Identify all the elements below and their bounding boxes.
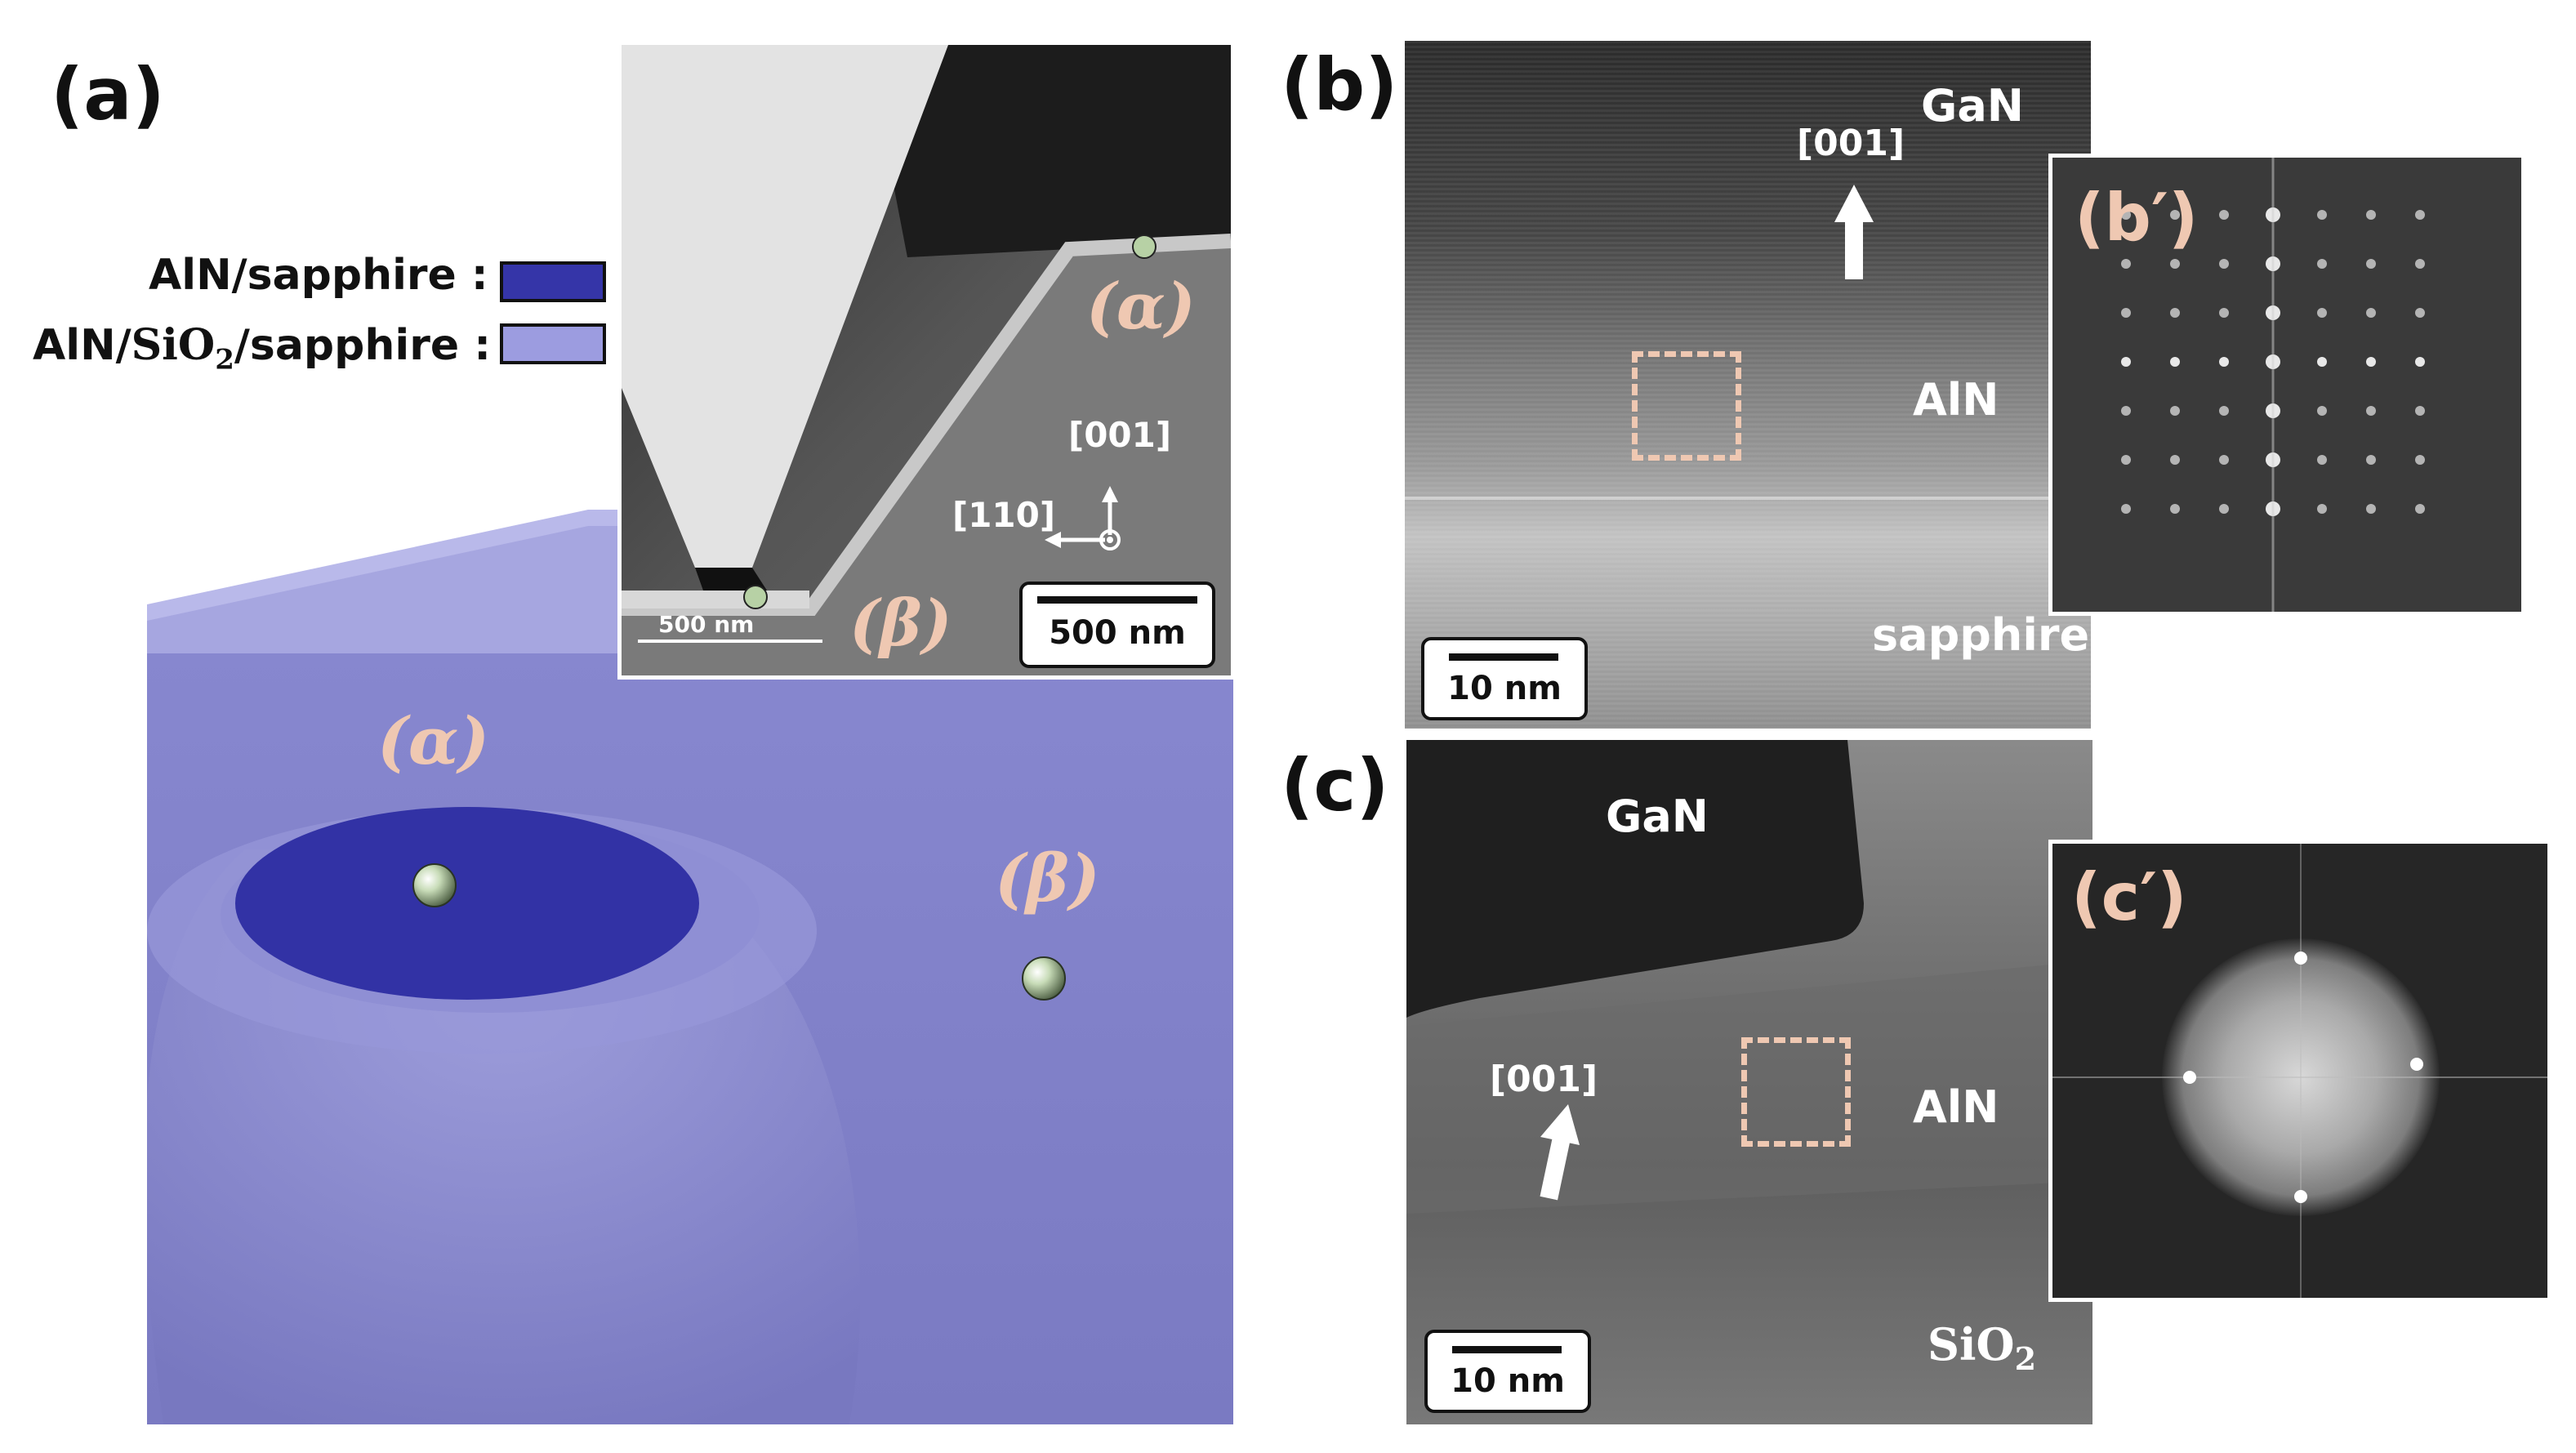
fft-diffraction-spot bbox=[2121, 504, 2131, 514]
fft-diffraction-spot bbox=[2415, 210, 2425, 220]
fft-diffraction-spot bbox=[2415, 259, 2425, 269]
fft-diffraction-spot bbox=[2366, 455, 2376, 465]
panel-b-direction-001: [001] bbox=[1797, 123, 1905, 164]
fft-diffraction-spot bbox=[2366, 406, 2376, 416]
fft-diffraction-spot bbox=[2121, 406, 2131, 416]
panel-b-label: (b) bbox=[1281, 42, 1398, 127]
legend-aln-sio2-sapphire-label: AlN/SiO2/sapphire : bbox=[33, 320, 492, 377]
schematic-beta-label: (β) bbox=[995, 840, 1100, 916]
fft-diffraction-spot bbox=[2219, 455, 2229, 465]
panel-b-layer-aln: AlN bbox=[1913, 374, 1999, 426]
inset-beta-label: (β) bbox=[849, 586, 952, 661]
fft-diffraction-spot bbox=[2170, 406, 2180, 416]
tem-inset-image bbox=[617, 41, 1235, 680]
panel-b-fft-region-box bbox=[1632, 351, 1741, 461]
fft-diffraction-spot bbox=[2170, 259, 2180, 269]
inset-small-scale-label: 500 nm bbox=[658, 611, 755, 638]
panel-b-layer-gan: GaN bbox=[1921, 80, 2024, 131]
inset-direction-001: [001] bbox=[1068, 415, 1172, 455]
fft-diffraction-spot bbox=[2170, 308, 2180, 318]
schematic-3d-render bbox=[147, 506, 1233, 1424]
fft-diffraction-spot bbox=[2170, 504, 2180, 514]
panel-c-scale-bar bbox=[1452, 1346, 1562, 1353]
fft-diffraction-spot bbox=[2121, 259, 2131, 269]
fft-diffraction-spot bbox=[2366, 357, 2376, 367]
fft-diffraction-spot bbox=[2219, 406, 2229, 416]
panel-a-label: (a) bbox=[51, 52, 165, 136]
panel-c-layer-sio2: SiO2 bbox=[1928, 1318, 2037, 1377]
legend-aln-sapphire-swatch bbox=[500, 261, 606, 302]
fft-diffraction-spot bbox=[2415, 308, 2425, 318]
panel-c-fft-region-box bbox=[1741, 1037, 1851, 1147]
fft-diffraction-spot bbox=[2366, 259, 2376, 269]
fft-diffraction-spot bbox=[2219, 308, 2229, 318]
fft-diffraction-spot bbox=[2366, 210, 2376, 220]
panel-b-scale-bar-text: 10 nm bbox=[1447, 670, 1562, 707]
fft-diffraction-spot bbox=[2317, 259, 2327, 269]
panel-c-scale-bar-text: 10 nm bbox=[1451, 1362, 1565, 1400]
inset-scale-bar-text: 500 nm bbox=[1049, 614, 1186, 652]
panel-b-scale-bar-box: 10 nm bbox=[1421, 637, 1588, 720]
panel-c-layer-gan: GaN bbox=[1606, 791, 1709, 842]
panel-c-label: (c) bbox=[1281, 743, 1389, 827]
panel-c-direction-001: [001] bbox=[1490, 1059, 1598, 1100]
fft-diffraction-spot bbox=[2317, 210, 2327, 220]
fft-diffraction-spot bbox=[2121, 308, 2131, 318]
fft-diffraction-spot bbox=[2317, 357, 2327, 367]
panel-b-scale-bar bbox=[1449, 653, 1558, 661]
inset-scale-bar-box: 500 nm bbox=[1019, 582, 1215, 668]
legend-aln-sio2-sapphire-swatch bbox=[500, 323, 606, 364]
fft-diffraction-spot bbox=[2415, 357, 2425, 367]
panel-b-fft-label: (b′) bbox=[2075, 180, 2199, 256]
schematic-alpha-label: (α) bbox=[377, 702, 490, 779]
fft-diffraction-spot bbox=[2219, 504, 2229, 514]
fft-diffraction-spot bbox=[2170, 455, 2180, 465]
inset-alpha-label: (α) bbox=[1086, 270, 1196, 344]
fft-diffraction-spot bbox=[2317, 504, 2327, 514]
fft-diffraction-spot bbox=[2219, 210, 2229, 220]
fft-diffraction-spot bbox=[2121, 357, 2131, 367]
fft-diffraction-spot bbox=[2415, 406, 2425, 416]
fft-diffraction-spot bbox=[2317, 455, 2327, 465]
inset-direction-110: [110] bbox=[952, 495, 1056, 535]
fft-diffraction-spot bbox=[2219, 357, 2229, 367]
panel-c-fft-image bbox=[2048, 840, 2551, 1302]
fft-diffraction-spot bbox=[2170, 357, 2180, 367]
fft-diffraction-spot bbox=[2366, 308, 2376, 318]
panel-b-fft-image bbox=[2048, 154, 2525, 616]
fft-diffraction-spot bbox=[2317, 308, 2327, 318]
fft-diffraction-spot bbox=[2121, 210, 2131, 220]
panel-c-scale-bar-box: 10 nm bbox=[1424, 1330, 1591, 1413]
panel-b-layer-sapphire: sapphire bbox=[1872, 609, 2090, 661]
fft-diffraction-spot bbox=[2219, 259, 2229, 269]
panel-b-hrtem-image bbox=[1405, 41, 2091, 729]
fft-diffraction-spot bbox=[2366, 504, 2376, 514]
fft-diffraction-spot bbox=[2415, 455, 2425, 465]
fft-diffraction-spot bbox=[2170, 210, 2180, 220]
fft-diffraction-spot bbox=[2317, 406, 2327, 416]
fft-diffraction-spot bbox=[2415, 504, 2425, 514]
panel-c-layer-aln: AlN bbox=[1913, 1081, 1999, 1133]
inset-scale-bar bbox=[1037, 596, 1197, 604]
legend-aln-sapphire-label: AlN/sapphire : bbox=[149, 251, 488, 300]
fft-diffraction-spot bbox=[2121, 455, 2131, 465]
panel-c-fft-label: (c′) bbox=[2071, 859, 2187, 935]
panel-c-hrtem-image bbox=[1406, 740, 2092, 1424]
